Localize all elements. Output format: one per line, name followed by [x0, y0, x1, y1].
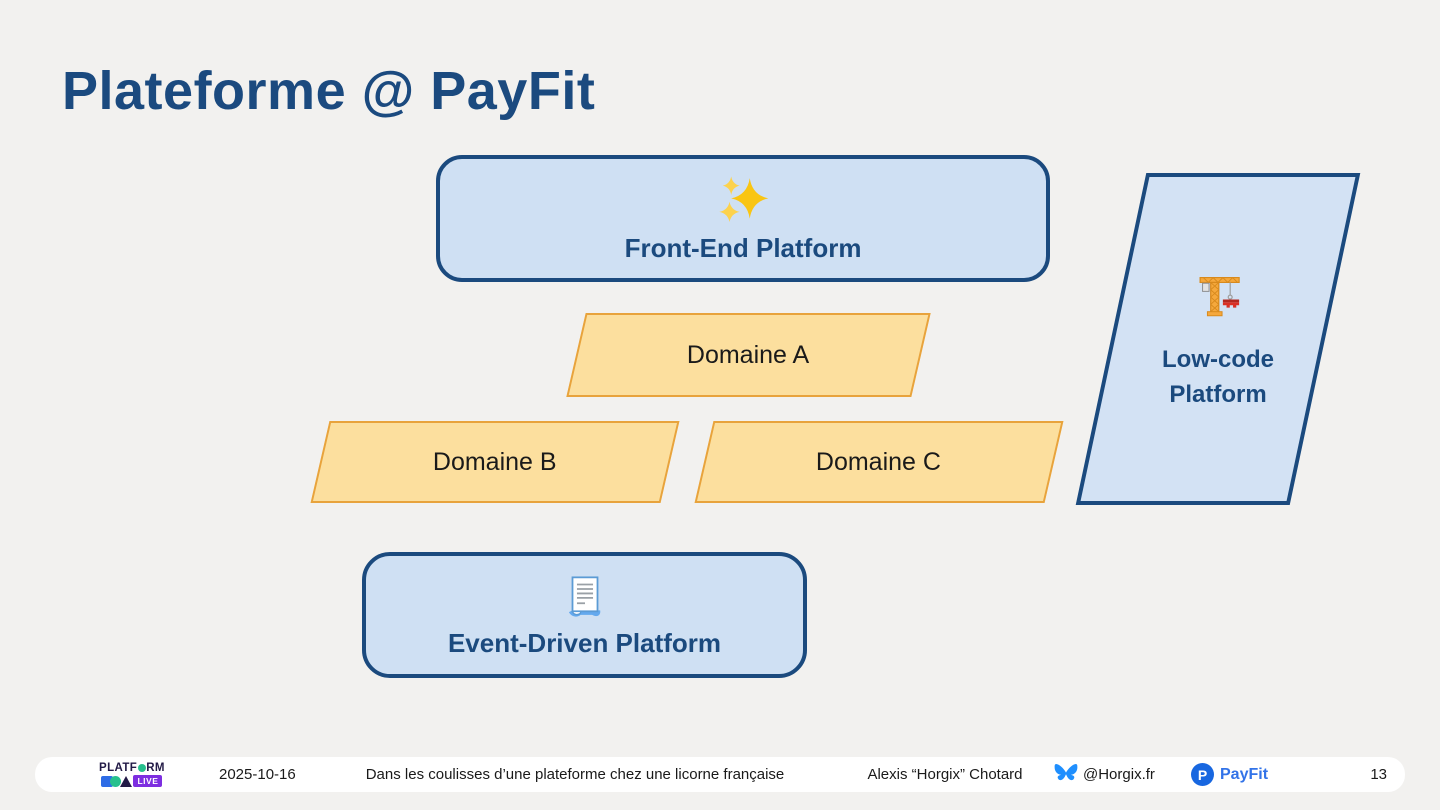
platformcon-word-post: RM	[146, 762, 165, 774]
live-badge: LIVE	[133, 775, 163, 787]
event-driven-platform-box: Event-Driven Platform	[362, 552, 807, 678]
domain-a-shape: Domaine A	[566, 313, 931, 397]
bluesky-handle: @Horgix.fr	[1083, 766, 1155, 783]
front-end-platform-label: Front-End Platform	[624, 233, 862, 263]
sparkles-icon	[716, 173, 770, 227]
low-code-label-line2: Platform	[1169, 381, 1267, 408]
platformcon-o-dot-icon	[137, 764, 146, 772]
platformcon-c-icon	[101, 775, 114, 787]
footer-bar: PLATF RM LIVE 2025-10-16 Dans les coulis…	[35, 757, 1405, 792]
payfit-logo: P PayFit	[1191, 757, 1268, 792]
domain-b-shape: Domaine B	[310, 421, 680, 503]
footer-talk-title: Dans les coulisses d’une plateforme chez…	[365, 766, 785, 783]
front-end-platform-box: Front-End Platform	[436, 155, 1050, 282]
domain-b-label: Domaine B	[433, 447, 557, 476]
crane-icon	[1192, 267, 1244, 319]
event-driven-platform-label: Event-Driven Platform	[447, 627, 722, 658]
domain-a-label: Domaine A	[687, 340, 810, 369]
platformcon-n-icon	[120, 775, 133, 787]
domain-c-shape: Domaine C	[694, 421, 1064, 503]
page-number: 13	[1370, 766, 1387, 783]
platformcon-o-icon	[110, 775, 122, 787]
payfit-wordmark: PayFit	[1220, 765, 1269, 783]
low-code-platform-box: Low-code Platform	[1075, 173, 1361, 505]
page-title: Plateforme @ PayFit	[62, 61, 596, 121]
domain-c-label: Domaine C	[816, 447, 942, 476]
footer-date: 2025-10-16	[219, 766, 296, 783]
receipt-icon	[560, 572, 610, 622]
bluesky-handle-group: @Horgix.fr	[1053, 757, 1155, 792]
low-code-label-line1: Low-code	[1162, 346, 1274, 373]
payfit-mark-icon: P	[1191, 763, 1214, 786]
platformcon-live-logo: PLATF RM LIVE	[99, 757, 165, 792]
platformcon-word-pre: PLATF	[99, 762, 138, 774]
bluesky-butterfly-icon	[1053, 763, 1079, 786]
footer-author: Alexis “Horgix” Chotard	[867, 766, 1023, 783]
